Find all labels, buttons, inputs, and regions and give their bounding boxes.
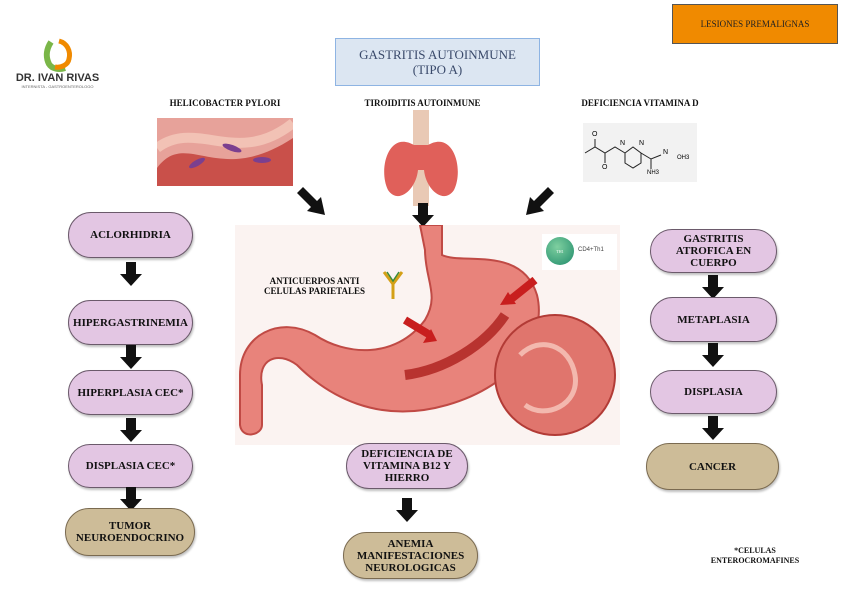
box-displasia: DISPLASIA xyxy=(650,370,777,414)
vitamin-d-molecule-image: O O N N N OH3 NH3 xyxy=(583,123,697,182)
title-line1: GASTRITIS AUTOINMUNE xyxy=(359,47,516,62)
footnote: *CELULAS ENTEROCROMAFINES xyxy=(710,546,800,565)
cd4-label: CD4+Th1 xyxy=(578,247,604,253)
antibodies-label: ANTICUERPOS ANTI CELULAS PARIETALES xyxy=(264,276,365,296)
box-gastritis-atrofica: GASTRITIS ATROFICA EN CUERPO xyxy=(650,229,777,273)
molecule-nh3: NH3 xyxy=(647,170,660,176)
arrow-down xyxy=(702,275,724,299)
arrow-down xyxy=(120,345,142,369)
molecule-n2: N xyxy=(639,140,645,147)
box-cancer: CANCER xyxy=(646,443,779,490)
page-title: GASTRITIS AUTOINMUNE (TIPO A) xyxy=(335,38,540,86)
lesiones-premalignas-badge: LESIONES PREMALIGNAS xyxy=(672,4,838,44)
molecule-oh3: OH3 xyxy=(677,155,690,161)
box-hipergastrinemia: HIPERGASTRINEMIA xyxy=(68,300,193,345)
antibody-icon xyxy=(382,271,404,299)
logo-name: DR. IVAN RIVAS xyxy=(15,72,100,84)
cd4-cell-image: TH1 CD4+Th1 xyxy=(542,234,617,270)
cause-vitd-label: DEFICIENCIA VITAMINA D xyxy=(581,98,699,108)
molecule-n3: N xyxy=(663,149,669,156)
molecule-n1: N xyxy=(620,140,626,147)
cause-thyroid-label: TIROIDITIS AUTOINMUNE xyxy=(364,98,481,108)
box-metaplasia: METAPLASIA xyxy=(650,297,777,342)
th1-cell-icon: TH1 xyxy=(546,237,574,265)
hpylori-image xyxy=(157,118,293,186)
box-deficiencia-b12: DEFICIENCIA DE VITAMINA B12 Y HIERRO xyxy=(346,443,468,489)
arrow-down xyxy=(120,262,142,286)
logo-subtitle: INTERNISTA - GASTROENTEROLOGO xyxy=(21,84,94,89)
title-line2: (TIPO A) xyxy=(412,62,463,77)
molecule-o2: O xyxy=(602,164,608,171)
box-displasia-cec: DISPLASIA CEC* xyxy=(68,444,193,488)
box-tumor-neuroendocrino: TUMOR NEUROENDOCRINO xyxy=(65,508,195,556)
logo-icon xyxy=(43,38,72,72)
arrow-down xyxy=(702,416,724,440)
arrow-down xyxy=(702,343,724,367)
arrow-hpylori xyxy=(297,187,325,215)
logo: DR. IVAN RIVAS INTERNISTA - GASTROENTERO… xyxy=(15,38,100,89)
molecule-o1: O xyxy=(592,131,598,138)
box-hiperplasia-cec: HIPERPLASIA CEC* xyxy=(68,370,193,415)
thyroid-image xyxy=(384,110,458,206)
arrow-down xyxy=(396,498,418,522)
arrow-thyroid xyxy=(412,203,434,227)
box-anemia: ANEMIA MANIFESTACIONES NEUROLOGICAS xyxy=(343,532,478,579)
arrow-down xyxy=(120,418,142,442)
cause-hpylori-label: HELICOBACTER PYLORI xyxy=(169,98,281,108)
box-aclorhidria: ACLORHIDRIA xyxy=(68,212,193,258)
arrow-vitd xyxy=(526,187,554,215)
